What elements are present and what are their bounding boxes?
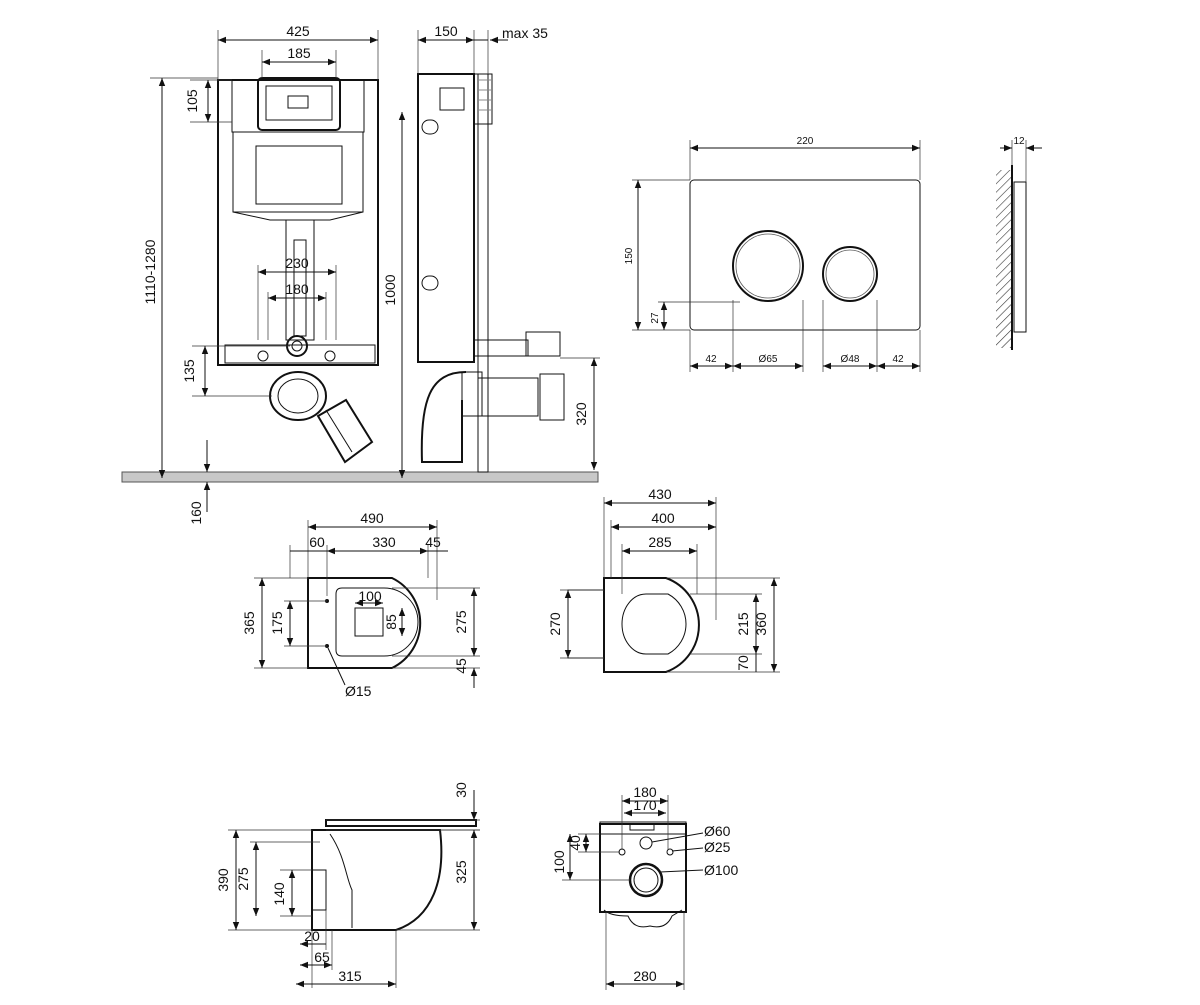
plate-width-label: 220 (797, 136, 814, 147)
seat-rear-width-label: 270 (547, 612, 563, 636)
seat-rear-depth-label: 70 (735, 655, 751, 671)
rear-outlet-height-label: 100 (551, 850, 567, 874)
bowl-side-view (311, 819, 477, 931)
seat-width-label: 360 (753, 612, 769, 636)
frame-front-view (217, 77, 379, 464)
bowl-middle-label: 330 (372, 534, 396, 550)
bracket-width-label: 185 (287, 45, 311, 61)
seat-outer-length-label: 430 (648, 486, 672, 502)
rear-base-width-label: 280 (633, 968, 657, 984)
seat-inner-length-label: 285 (648, 534, 672, 550)
drain-height-label: 320 (573, 402, 589, 426)
d25-label: Ø25 (704, 839, 731, 855)
side-height-label: 1000 (382, 274, 398, 305)
d100-label: Ø100 (704, 862, 738, 878)
hole-spacing-label: 175 (269, 611, 285, 635)
outlet-spacing-inner-label: 180 (285, 281, 309, 297)
hole-dia-label: Ø15 (345, 683, 372, 699)
right-flush-button (822, 246, 878, 302)
frame-width-label: 425 (286, 23, 310, 39)
rear-hole-spacing-label: 170 (633, 797, 657, 813)
outlet-hole (628, 862, 664, 898)
height-range-label: 1110-1280 (142, 239, 158, 304)
plate-bottom-offset-label: 27 (650, 312, 661, 324)
plate-left-margin-label: 42 (705, 354, 717, 365)
right-button-dia-label: Ø48 (841, 354, 860, 365)
bowl-length-label: 490 (360, 510, 384, 526)
seat-inner-width-label: 215 (735, 612, 751, 636)
bowl-height-label: 325 (453, 860, 469, 884)
left-flush-button (732, 230, 804, 302)
bowl-rear-view (599, 821, 687, 928)
floor-line (121, 471, 599, 483)
flush-plate-front (689, 179, 921, 331)
outlet-spacing-outer-label: 230 (285, 255, 309, 271)
outlet-depth-label: 85 (383, 614, 399, 630)
max-projection-label: max 35 (502, 25, 548, 41)
top-offset-label: 105 (184, 89, 200, 113)
bottom-margin-label: 45 (453, 658, 469, 674)
seat-thickness-label: 30 (453, 782, 469, 798)
plate-thickness-label: 12 (1013, 136, 1025, 147)
outlet-height-label: 140 (271, 882, 287, 906)
left-button-dia-label: Ø65 (759, 354, 778, 365)
frame-side-view (417, 73, 565, 473)
outlet-length-label: 65 (314, 949, 330, 965)
seat-length-label: 400 (651, 510, 675, 526)
bowl-side-height-label: 390 (215, 868, 231, 892)
d60-label: Ø60 (704, 823, 731, 839)
side-depth-label: 150 (434, 23, 458, 39)
bowl-rear-label: 60 (309, 534, 325, 550)
flush-plate-side (996, 165, 1027, 350)
bowl-width-label: 365 (241, 611, 257, 635)
bowl-front-label: 45 (425, 534, 441, 550)
rear-top-width-label: 180 (633, 784, 657, 800)
floor-offset-label: 160 (188, 501, 204, 525)
plate-right-margin-label: 42 (892, 354, 904, 365)
rear-hole-height-label: 40 (567, 835, 583, 851)
outlet-offset-label: 20 (304, 928, 320, 944)
outlet-width-label: 100 (358, 588, 382, 604)
inner-width-label: 275 (453, 610, 469, 634)
bowl-mid-height-label: 275 (235, 867, 251, 891)
flange-height-label: 135 (181, 359, 197, 383)
bowl-depth-label: 315 (338, 968, 362, 984)
plate-height-label: 150 (624, 247, 635, 264)
